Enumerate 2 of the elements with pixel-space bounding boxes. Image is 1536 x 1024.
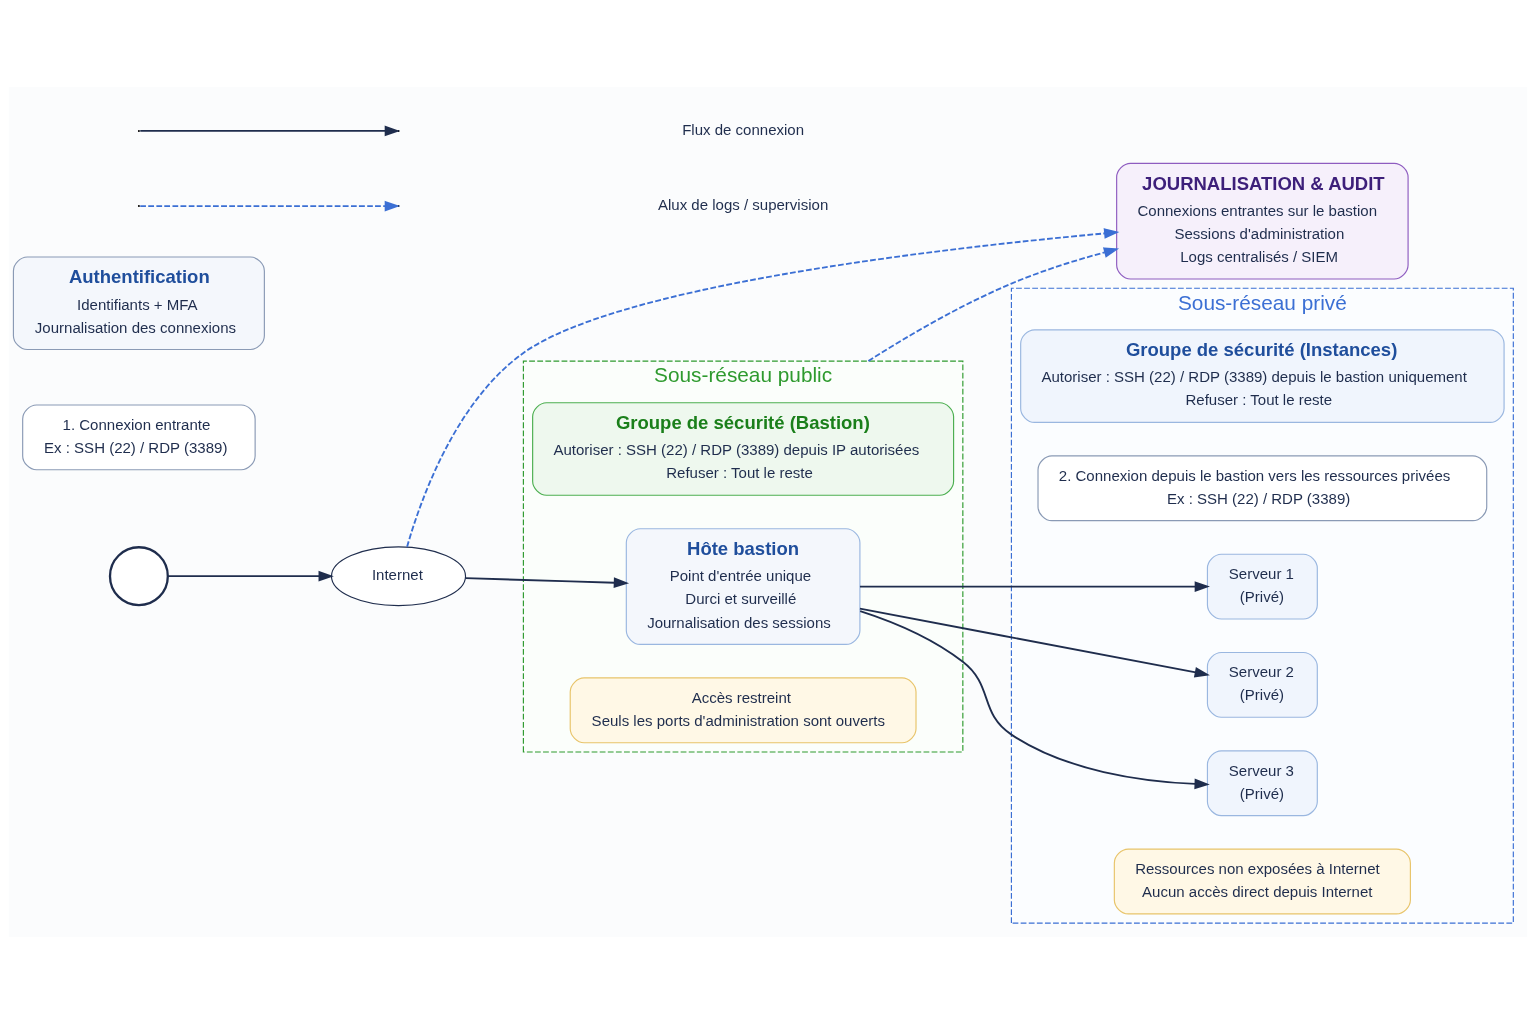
- legend-label: Alux de logs / supervision: [657, 196, 829, 214]
- legend-label: Flux de connexion: [682, 120, 805, 138]
